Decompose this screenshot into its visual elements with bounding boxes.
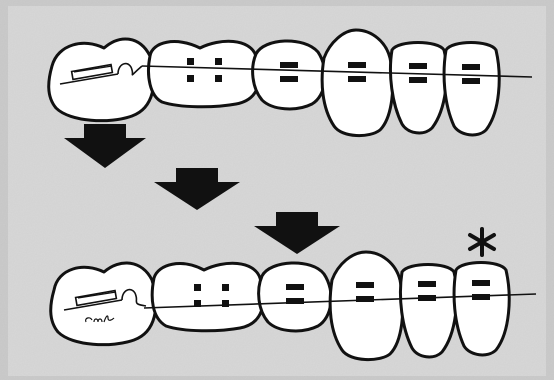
incisor-tooth [398, 263, 459, 359]
bracket [187, 58, 194, 65]
bracket [418, 281, 436, 287]
molar-tube [59, 62, 143, 85]
bracket [187, 75, 194, 82]
signature-mark [85, 315, 115, 323]
bracket [286, 284, 304, 290]
incisor-tooth [452, 261, 511, 357]
bracket [215, 58, 222, 65]
down-arrow [254, 212, 340, 254]
archwire [141, 65, 533, 78]
bracket [462, 64, 480, 70]
canine-tooth [320, 28, 395, 137]
asterisk-marker [468, 227, 496, 257]
bracket [280, 62, 298, 68]
bracket [215, 75, 222, 82]
bracket [286, 298, 304, 304]
bracket [280, 76, 298, 82]
molar-tooth [47, 37, 156, 123]
brackets-lower [194, 280, 490, 307]
incisor-tooth [442, 41, 501, 137]
premolar-tooth [251, 39, 327, 111]
bracket [348, 62, 366, 68]
premolar-tooth [147, 39, 261, 109]
bracket [356, 296, 374, 302]
incisor-tooth [388, 41, 449, 135]
bracket [222, 284, 229, 291]
bracket [194, 284, 201, 291]
premolar-tooth [150, 261, 265, 333]
archwire [143, 293, 537, 309]
bracket [222, 300, 229, 307]
bracket [462, 78, 480, 84]
bracket [418, 295, 436, 301]
canine-tooth [328, 250, 405, 361]
bracket [348, 76, 366, 82]
down-arrow [64, 124, 146, 168]
premolar-tooth [257, 261, 333, 333]
down-arrow [154, 168, 240, 210]
bracket [409, 63, 427, 69]
upper-teeth-row [47, 28, 501, 137]
bracket [472, 294, 490, 300]
bracket [194, 300, 201, 307]
bracket [409, 77, 427, 83]
molar-tube [63, 288, 147, 311]
brackets-upper [187, 58, 480, 84]
bracket [472, 280, 490, 286]
bracket [356, 282, 374, 288]
